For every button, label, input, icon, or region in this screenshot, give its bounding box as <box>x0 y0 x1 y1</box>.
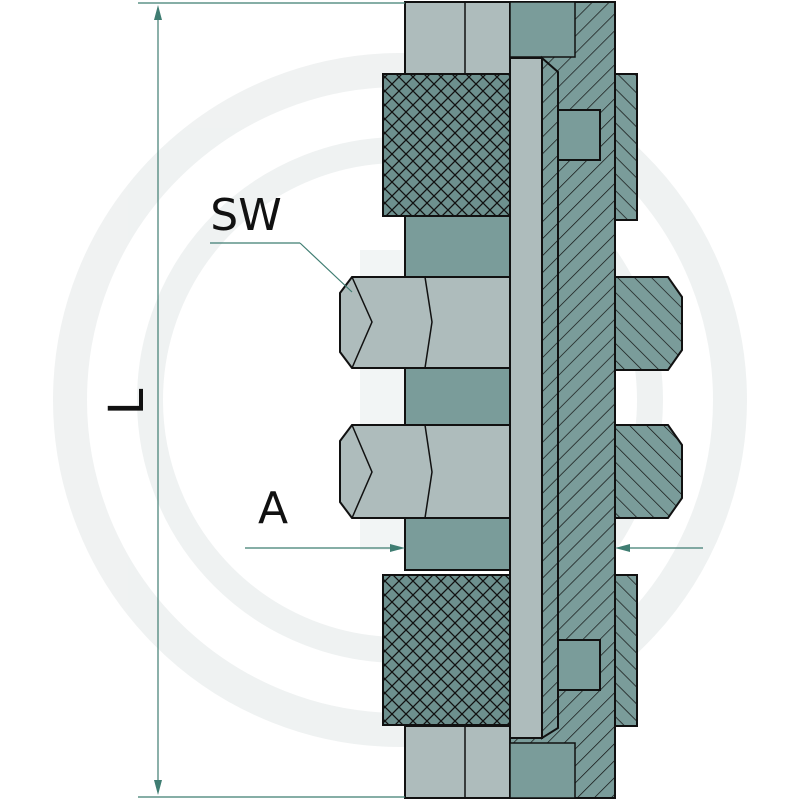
top-thread-stub <box>404 1 511 75</box>
lower-hex-nut-section <box>614 424 683 519</box>
sw-leader-line <box>210 242 353 293</box>
top-knurled-nut <box>382 73 511 217</box>
upper-hex-nut-section <box>614 276 683 371</box>
dimension-l-label: L <box>99 388 155 415</box>
dimension-l <box>138 2 405 798</box>
dimension-a <box>245 544 703 552</box>
bottom-thread-stub <box>404 725 511 799</box>
sw-label: SW <box>210 190 281 241</box>
tube-section <box>509 55 559 740</box>
lower-hex-nut <box>339 424 511 519</box>
a-label: A <box>258 483 288 534</box>
bottom-knurled-nut <box>382 574 511 726</box>
upper-hex-nut <box>339 276 511 369</box>
